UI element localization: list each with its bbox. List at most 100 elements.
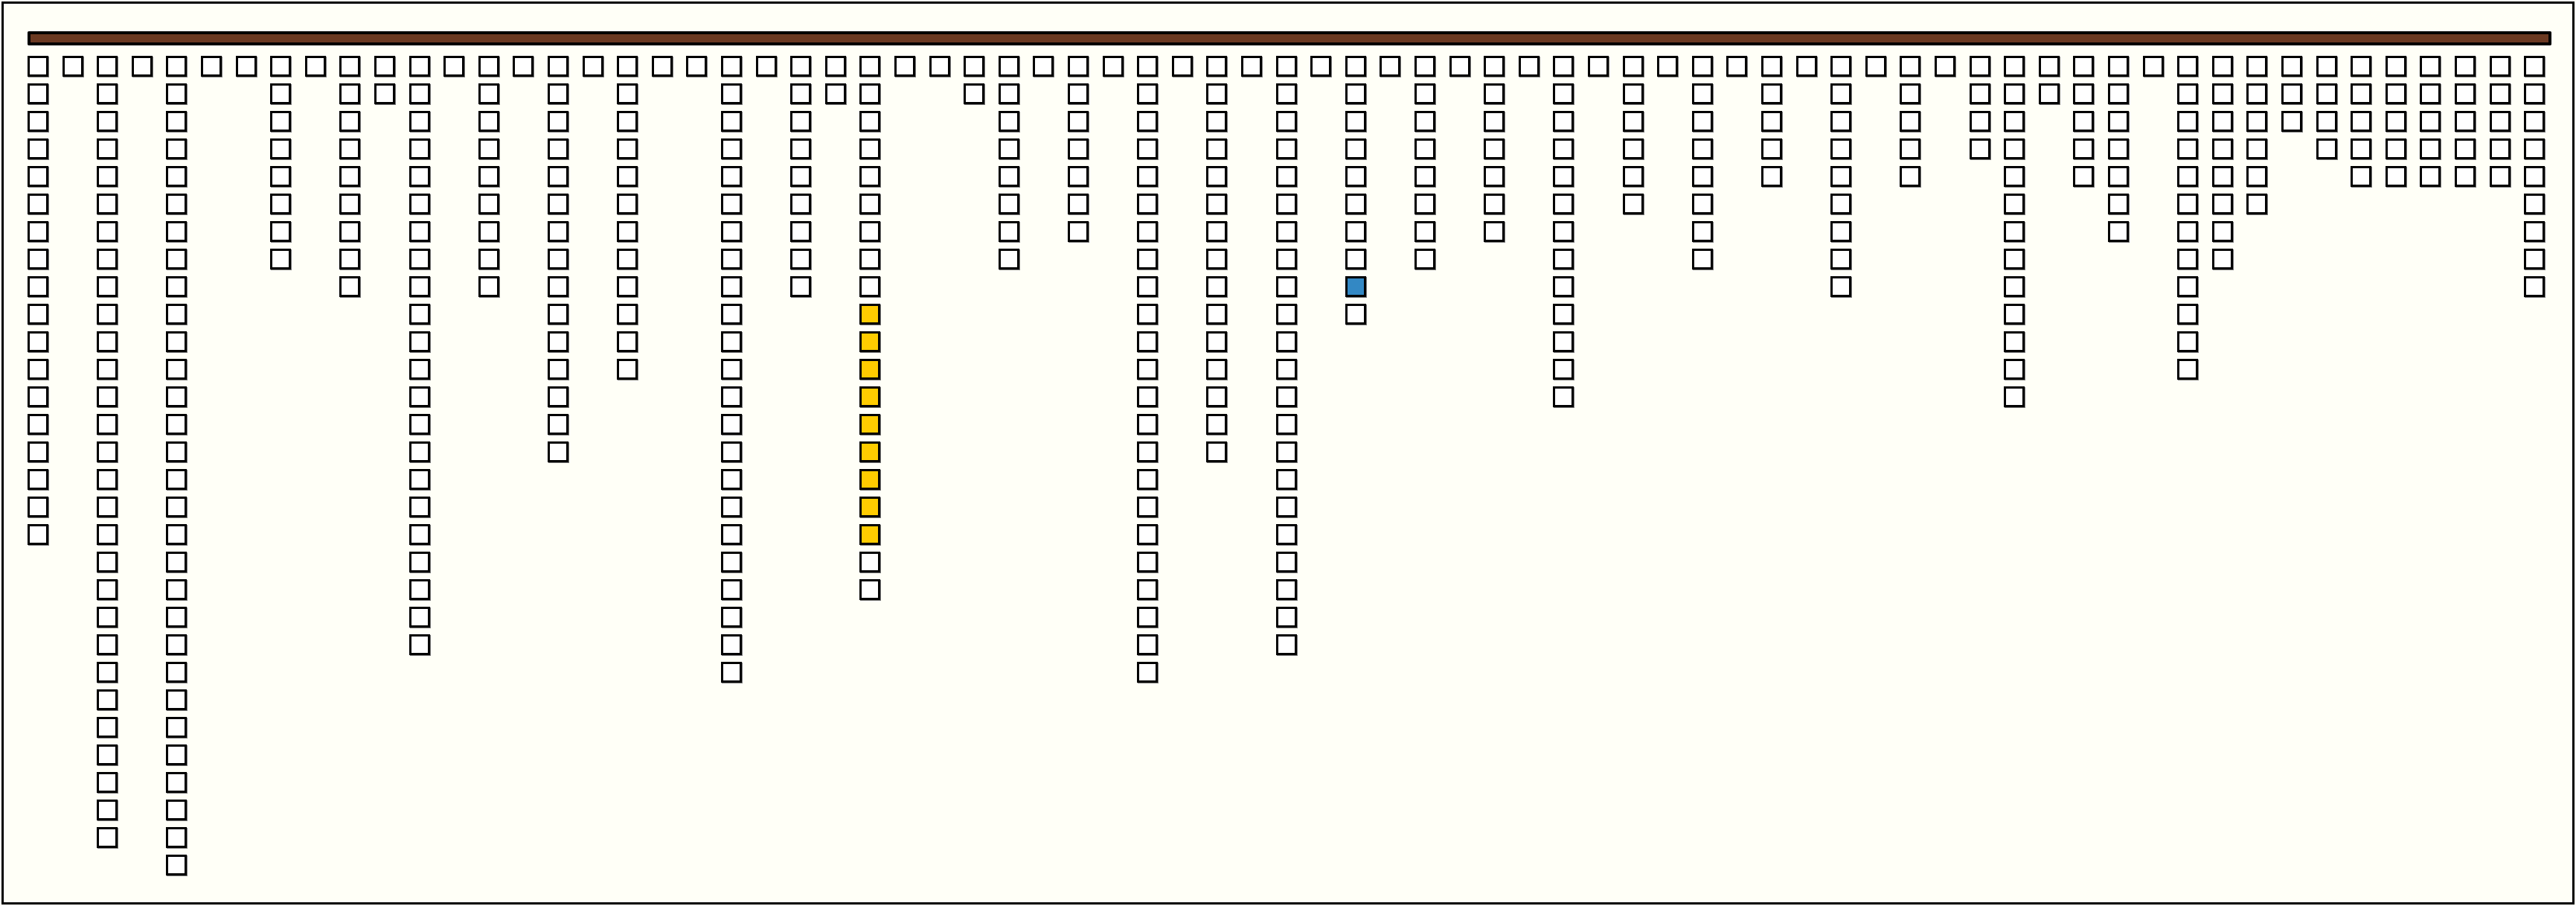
- cell: [1692, 56, 1713, 77]
- cell: [409, 579, 430, 600]
- cell: [2351, 83, 2371, 104]
- cell: [478, 138, 499, 159]
- cell: [1206, 276, 1227, 297]
- cell: [2246, 111, 2267, 132]
- cell: [1206, 83, 1227, 104]
- cell: [409, 386, 430, 407]
- cell: [2004, 359, 2025, 380]
- cell: [409, 304, 430, 325]
- cell: [2108, 166, 2129, 187]
- cell-highlight-yellow: [859, 524, 880, 545]
- cell: [2351, 56, 2371, 77]
- cell: [686, 56, 707, 77]
- cell: [28, 441, 48, 462]
- cell: [964, 83, 984, 104]
- cell: [409, 359, 430, 380]
- cell: [97, 607, 118, 628]
- cell: [1310, 56, 1331, 77]
- cell: [1068, 194, 1089, 214]
- cell: [1137, 304, 1158, 325]
- cell: [1068, 221, 1089, 242]
- cell: [166, 441, 187, 462]
- cell: [2004, 166, 2025, 187]
- cell: [2039, 56, 2060, 77]
- cell: [97, 249, 118, 269]
- cell: [2177, 194, 2198, 214]
- cell: [2281, 111, 2302, 132]
- cell: [1206, 221, 1227, 242]
- cell: [409, 276, 430, 297]
- cell: [97, 386, 118, 407]
- cell: [2386, 83, 2406, 104]
- cell: [2004, 276, 2025, 297]
- cell: [166, 166, 187, 187]
- cell: [1553, 386, 1574, 407]
- cell: [374, 83, 395, 104]
- cell: [2490, 56, 2511, 77]
- cell: [1553, 56, 1574, 77]
- cell: [478, 56, 499, 77]
- cell: [2073, 166, 2094, 187]
- cell: [790, 249, 811, 269]
- cell: [1830, 194, 1851, 214]
- cell: [721, 579, 742, 600]
- cell: [2073, 138, 2094, 159]
- cell: [2524, 221, 2545, 242]
- cell: [97, 166, 118, 187]
- cell: [166, 552, 187, 572]
- cell: [236, 56, 257, 77]
- cell: [1484, 194, 1505, 214]
- cell: [339, 138, 360, 159]
- cell: [166, 579, 187, 600]
- cell: [1137, 386, 1158, 407]
- cell: [1276, 607, 1297, 628]
- cell: [1865, 56, 1886, 77]
- cell: [548, 304, 568, 325]
- cell: [1900, 111, 1920, 132]
- cell: [1137, 607, 1158, 628]
- cell: [1137, 111, 1158, 132]
- cell: [2316, 56, 2337, 77]
- cell: [999, 166, 1019, 187]
- cell: [2420, 111, 2441, 132]
- cell: [721, 634, 742, 655]
- cell: [409, 634, 430, 655]
- cell: [97, 331, 118, 352]
- cell: [1692, 111, 1713, 132]
- cell: [2004, 83, 2025, 104]
- cell: [1830, 83, 1851, 104]
- cell: [478, 221, 499, 242]
- cell: [409, 83, 430, 104]
- cell: [97, 304, 118, 325]
- cell: [548, 276, 568, 297]
- cell: [166, 276, 187, 297]
- cell: [859, 249, 880, 269]
- cell: [617, 276, 638, 297]
- cell: [1345, 166, 1366, 187]
- cell: [97, 83, 118, 104]
- cell: [97, 662, 118, 683]
- cell: [1830, 221, 1851, 242]
- cell: [721, 331, 742, 352]
- cell: [617, 249, 638, 269]
- cell: [583, 56, 603, 77]
- cell: [1103, 56, 1124, 77]
- cell: [97, 772, 118, 793]
- cell: [2524, 249, 2545, 269]
- cell: [2108, 194, 2129, 214]
- cell: [2281, 56, 2302, 77]
- cell: [2004, 194, 2025, 214]
- cell: [1276, 56, 1297, 77]
- cell-highlight-yellow: [859, 386, 880, 407]
- cell: [1345, 304, 1366, 325]
- cell: [617, 359, 638, 380]
- cell: [721, 607, 742, 628]
- cell: [28, 414, 48, 435]
- cell: [1276, 414, 1297, 435]
- cell: [1900, 138, 1920, 159]
- cell: [339, 111, 360, 132]
- cell: [2524, 56, 2545, 77]
- cell: [2524, 194, 2545, 214]
- cell: [132, 56, 153, 77]
- cell: [2420, 83, 2441, 104]
